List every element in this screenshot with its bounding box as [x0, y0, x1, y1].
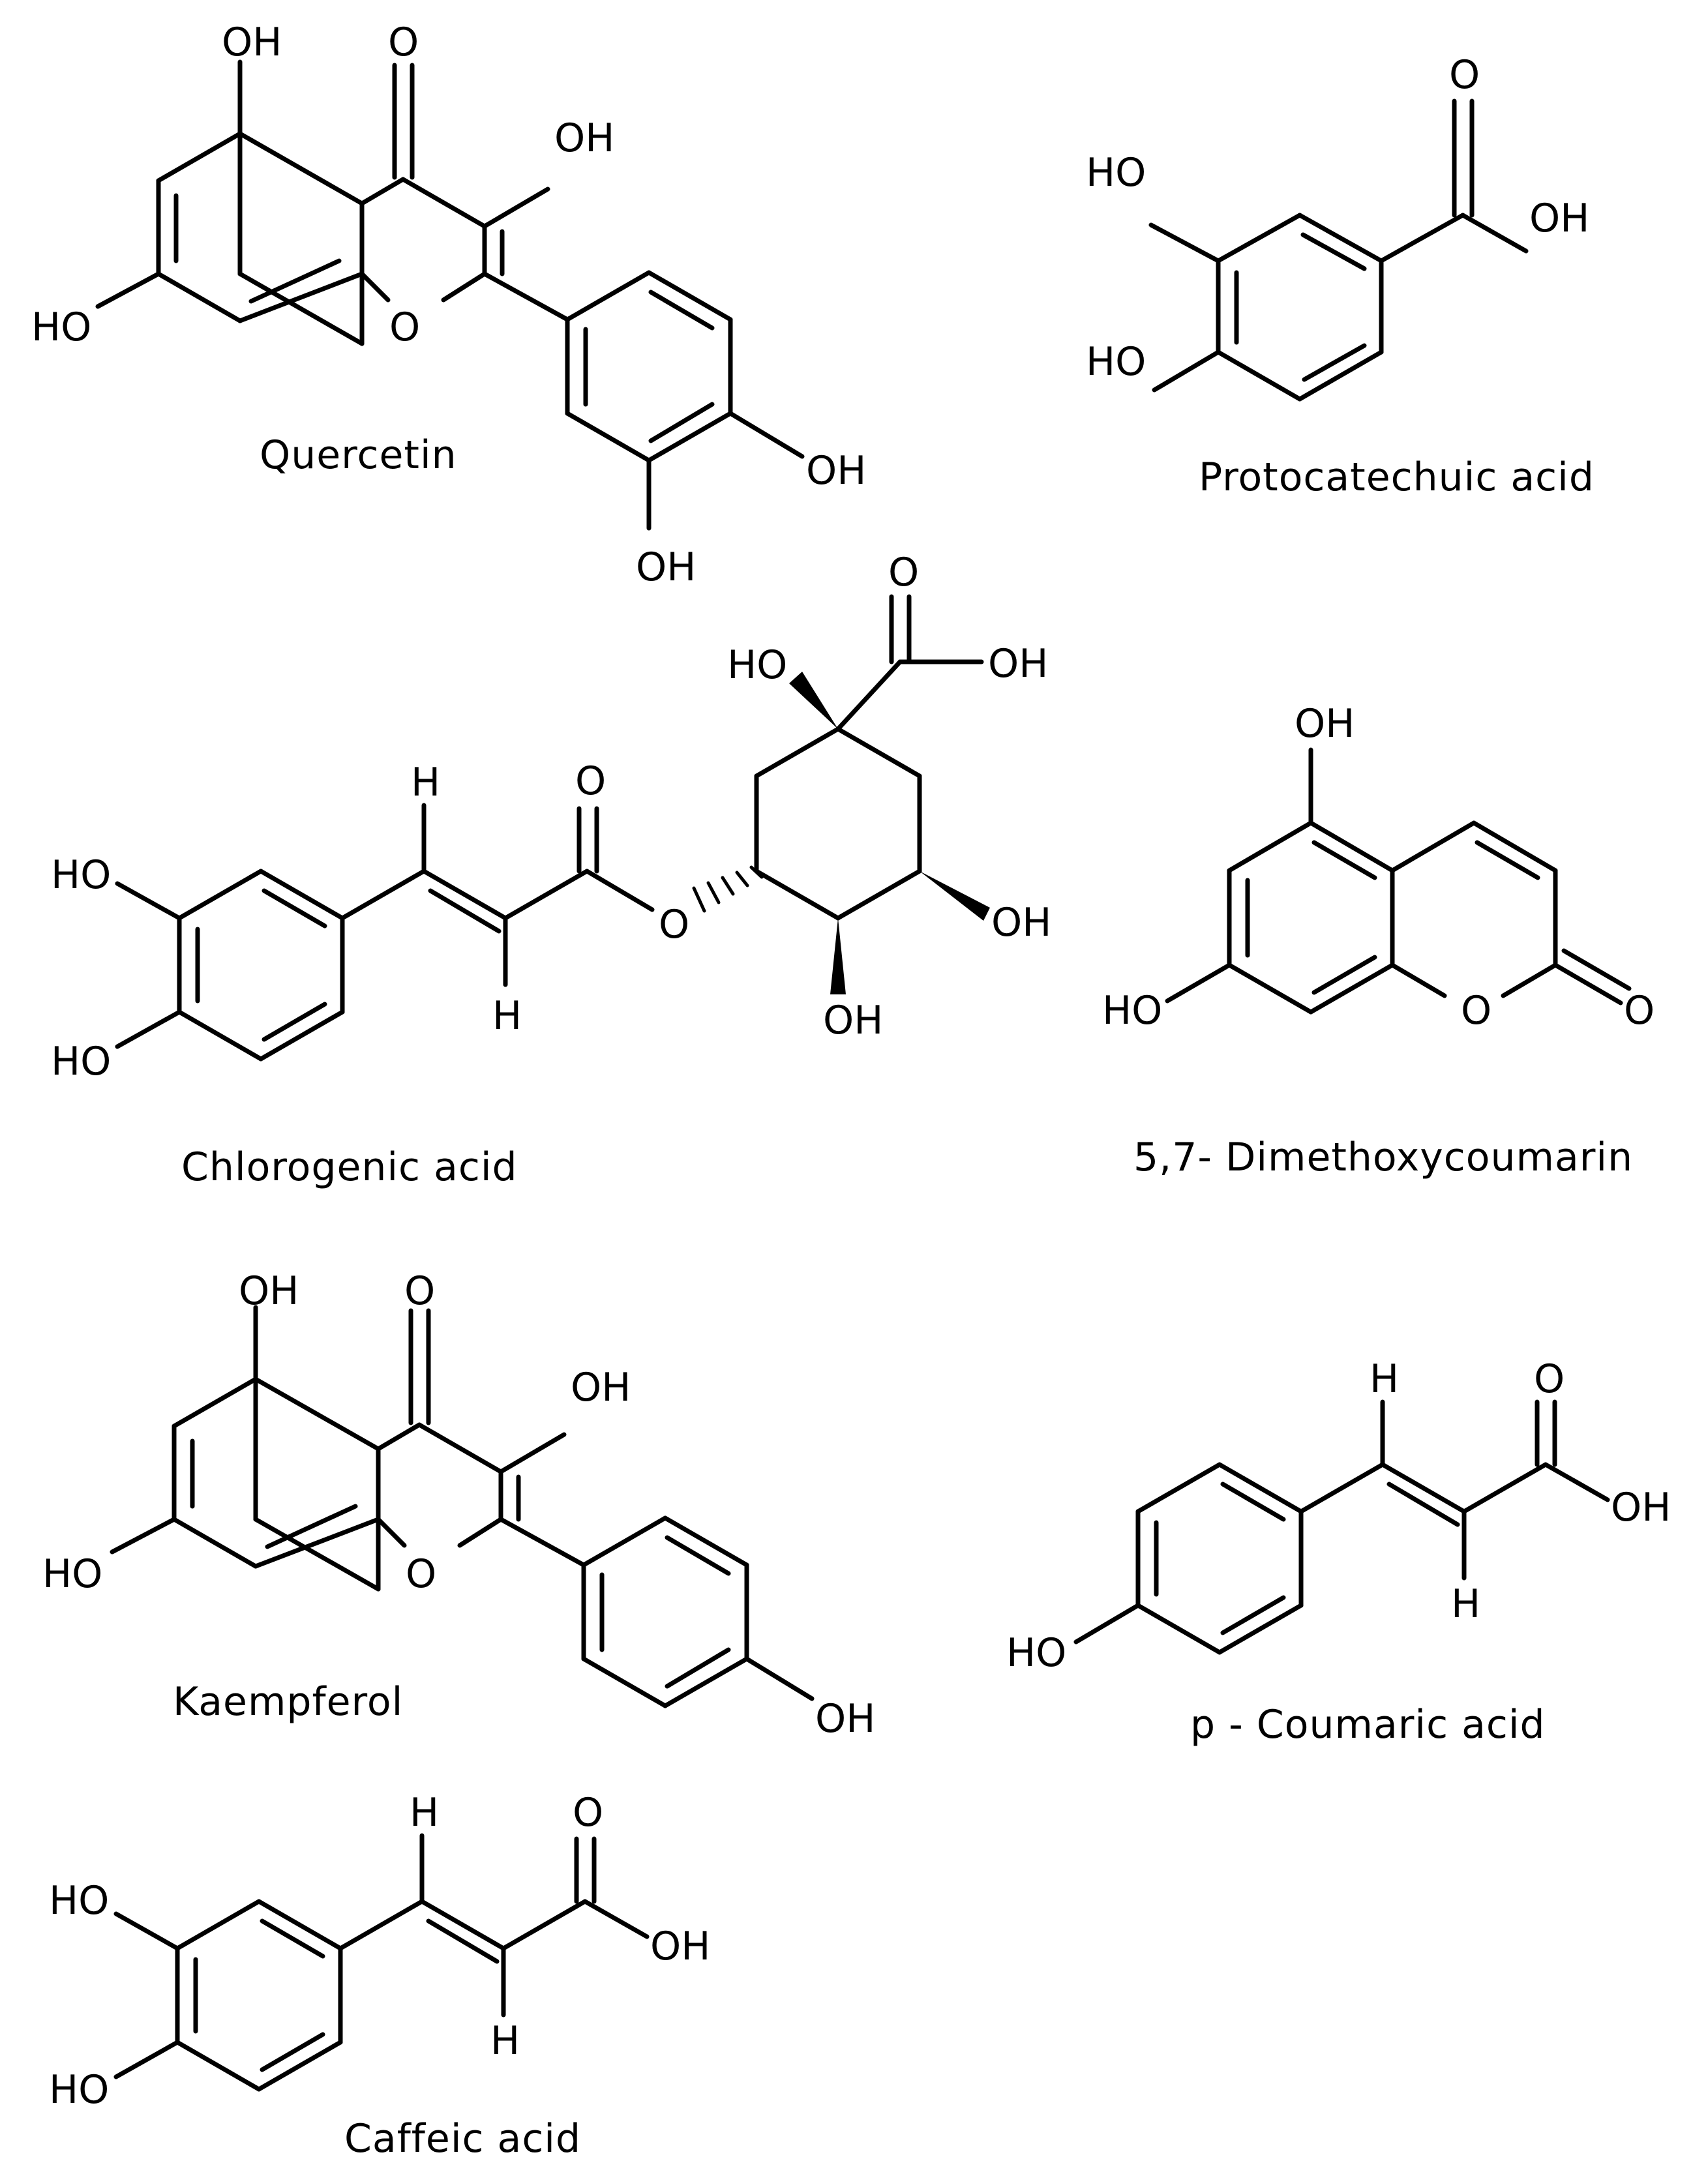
chlorogenic-wedge-ho — [789, 672, 838, 729]
quercetin-label: Quercetin — [260, 432, 457, 478]
kaempferol-label: Kaempferol — [173, 1679, 403, 1725]
kaempferol-atom-o1: O — [406, 1551, 436, 1597]
chlorogenic-label: Chlorogenic acid — [181, 1144, 518, 1190]
chlorogenic-hashed-bond — [692, 865, 764, 913]
chlorogenic-atom-oester: O — [659, 902, 689, 947]
chlorogenic-atom-h2: H — [492, 993, 522, 1039]
p-coumaric-label: p - Coumaric acid — [1190, 1702, 1546, 1748]
protocatechuic-bonds — [1148, 98, 1529, 402]
p-coumaric-atom-h1: H — [1370, 1356, 1399, 1402]
kaempferol-atom-o4: O — [404, 1268, 435, 1314]
quercetin-atom-oh5: OH — [222, 20, 282, 65]
chlorogenic-atom-ho3: HO — [51, 852, 111, 898]
caffeic-atom-ho3: HO — [49, 1878, 109, 1924]
chlorogenic-wedge-oh5 — [830, 918, 846, 994]
kaempferol-atom-ho7: HO — [42, 1551, 102, 1597]
dimethoxycoumarin-atom-ho7: HO — [1102, 988, 1162, 1034]
chlorogenic-atom-oh4: OH — [991, 900, 1051, 946]
p-coumaric-atom-h2: H — [1451, 1581, 1480, 1627]
quercetin-bonds — [95, 59, 805, 531]
protocatechuic-atom-oh: OH — [1529, 196, 1589, 241]
chlorogenic-wedge-oh4 — [920, 871, 990, 921]
protocatechuic-atom-ho4: HO — [1086, 339, 1146, 385]
caffeic-atom-ho4: HO — [49, 2067, 109, 2113]
kaempferol-bonds — [110, 1305, 815, 1708]
dimethoxycoumarin-structure: OH HO O O 5,7- Dimethoxycoumarin — [1102, 701, 1655, 1180]
caffeic-atom-oh: OH — [650, 1924, 710, 1969]
quercetin-atom-oh3: OH — [554, 115, 614, 161]
quercetin-atom-o1: O — [389, 305, 420, 350]
caffeic-atom-h1: H — [410, 1790, 439, 1836]
kaempferol-structure: OH O OH HO O OH Kaempferol — [42, 1268, 875, 1742]
p-coumaric-bonds — [1073, 1399, 1610, 1655]
caffeic-label: Caffeic acid — [344, 2116, 581, 2162]
kaempferol-atom-oh4p: OH — [815, 1696, 875, 1742]
dimethoxycoumarin-atom-oh5: OH — [1295, 701, 1355, 747]
kaempferol-atom-oh3: OH — [571, 1365, 631, 1410]
dimethoxycoumarin-atom-o1: O — [1461, 988, 1491, 1034]
chlorogenic-atom-o: O — [888, 550, 919, 595]
chlorogenic-atom-h1: H — [411, 760, 440, 805]
dimethoxycoumarin-atom-o2: O — [1624, 988, 1655, 1034]
quercetin-structure: OH O OH HO O OH OH Quercetin — [31, 20, 866, 590]
caffeic-atom-o: O — [573, 1790, 603, 1836]
chlorogenic-acid-structure: HO HO H H O O O OH HO OH OH Chlorogenic … — [51, 550, 1051, 1190]
caffeic-bonds — [113, 1833, 650, 2092]
protocatechuic-atom-o: O — [1449, 52, 1480, 98]
p-coumaric-atom-oh: OH — [1611, 1485, 1671, 1530]
dimethoxycoumarin-bonds — [1165, 747, 1632, 1015]
dimethoxycoumarin-label: 5,7- Dimethoxycoumarin — [1133, 1135, 1633, 1180]
chlorogenic-atom-oc: O — [575, 758, 606, 804]
quercetin-atom-oh4p: OH — [806, 448, 866, 494]
quercetin-atom-o4: O — [388, 20, 419, 65]
kaempferol-atom-oh5: OH — [239, 1268, 299, 1314]
p-coumaric-acid-structure: H O OH H HO p - Coumaric acid — [1006, 1356, 1671, 1748]
quercetin-atom-oh3p: OH — [636, 544, 696, 590]
chlorogenic-atom-oh5: OH — [823, 998, 883, 1043]
protocatechuic-acid-structure: O OH HO HO Protocatechuic acid — [1086, 52, 1595, 500]
chlorogenic-atom-oh: OH — [988, 641, 1048, 687]
caffeic-acid-structure: H O HO OH H HO Caffeic acid — [49, 1790, 710, 2162]
chlorogenic-bonds — [115, 594, 984, 1062]
chlorogenic-atom-ho4: HO — [51, 1039, 111, 1084]
quercetin-atom-ho7: HO — [31, 305, 91, 350]
chlorogenic-atom-ho: HO — [727, 642, 787, 688]
caffeic-atom-h2: H — [490, 2018, 520, 2064]
protocatechuic-label: Protocatechuic acid — [1199, 454, 1595, 500]
p-coumaric-atom-o: O — [1534, 1356, 1565, 1402]
protocatechuic-atom-ho3: HO — [1086, 150, 1146, 196]
p-coumaric-atom-ho: HO — [1006, 1630, 1066, 1676]
